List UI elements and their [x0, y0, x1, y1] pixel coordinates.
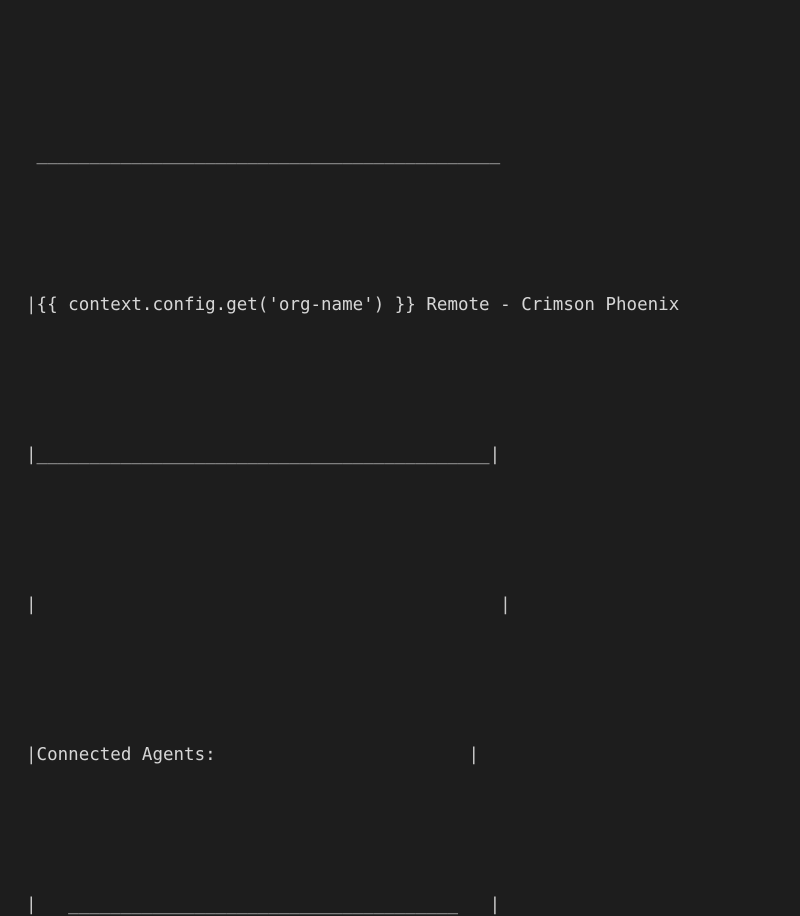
title-rule-glyphs: |_______________________________________…	[26, 445, 501, 465]
terminal-screen: ________________________________________…	[26, 145, 680, 915]
section-heading-label: Connected Agents:	[36, 745, 216, 765]
agent-card-top-border: | _____________________________________ …	[26, 890, 679, 916]
ascii-wireframe: ________________________________________…	[26, 20, 679, 916]
outer-frame-top-rule: ________________________________________…	[26, 145, 501, 165]
outer-frame-right-edge: |	[457, 895, 501, 915]
outer-frame-left-edge: |	[26, 295, 37, 315]
outer-frame-right-edge: |	[215, 745, 480, 765]
outer-frame-right-edge: |	[36, 595, 511, 615]
outer-frame-top-border: ________________________________________…	[26, 140, 679, 170]
title-bar-row: |{{ context.config.get('org-name') }} Re…	[26, 290, 679, 320]
agent-card-top-rule: _____________________________________	[36, 895, 458, 915]
window-title: {{ context.config.get('org-name') }} Rem…	[36, 295, 680, 315]
outer-frame-left-edge: |	[26, 745, 37, 765]
section-heading-row: |Connected Agents: |	[26, 740, 679, 770]
outer-frame-left-edge: |	[26, 895, 37, 915]
spacer-row-top: | |	[26, 590, 679, 620]
title-bar-bottom-rule: |_______________________________________…	[26, 440, 679, 470]
outer-frame-left-edge: |	[26, 595, 37, 615]
